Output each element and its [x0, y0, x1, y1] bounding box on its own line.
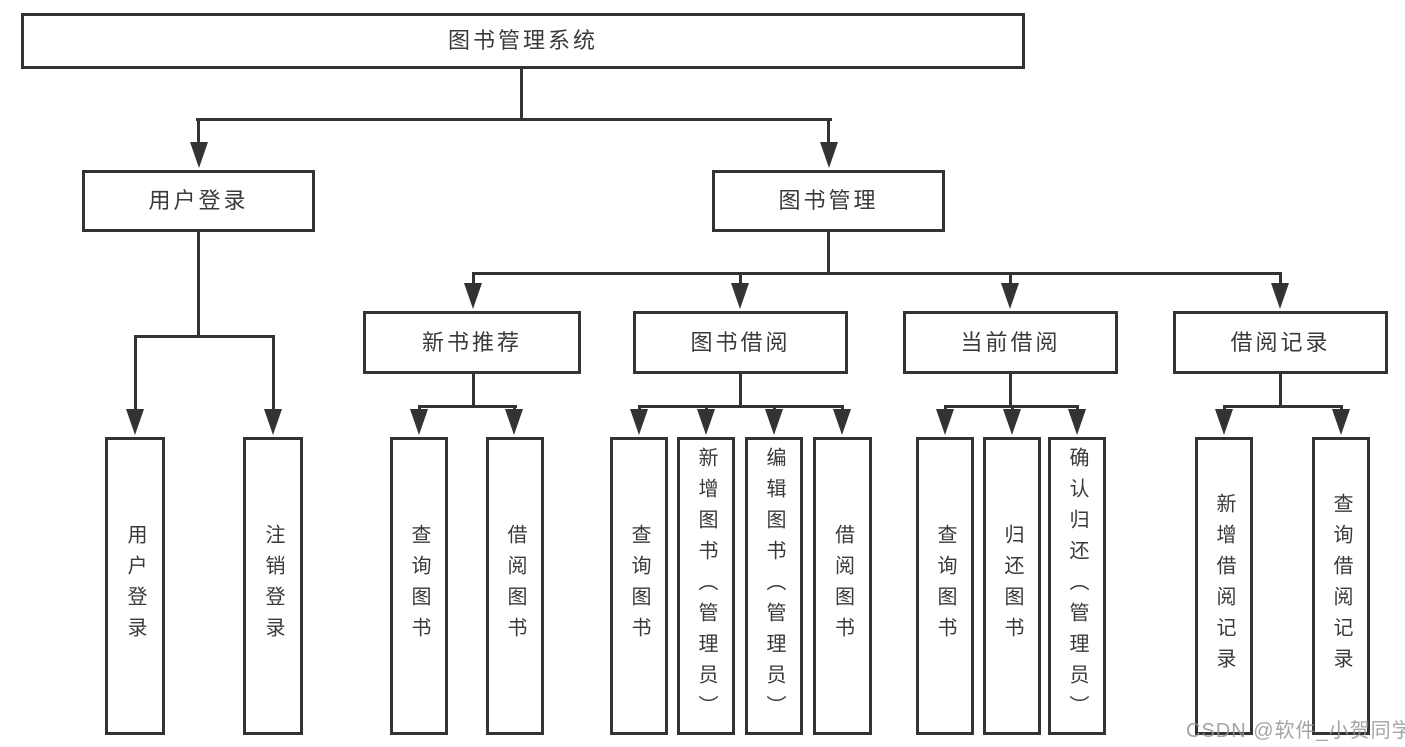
node-leaf-return-book: 归还图书 [983, 437, 1041, 735]
node-book-borrowing: 图书借阅 [633, 311, 848, 374]
arrow-down-icon [765, 409, 783, 435]
node-leaf-query-books-cur: 查询图书 [916, 437, 974, 735]
node-leaf-add-borrow-record: 新增借阅记录 [1195, 437, 1253, 735]
arrow-shaft [738, 272, 742, 289]
arrow-down-icon [1271, 283, 1289, 309]
arrow-down-icon [697, 409, 715, 435]
node-new-book-recommend: 新书推荐 [363, 311, 581, 374]
arrow-shaft [471, 272, 475, 289]
node-leaf-edit-book-admin: 编辑图书（管理员） [745, 437, 803, 735]
node-leaf-query-books-rec: 查询图书 [390, 437, 448, 735]
arrow-shaft [197, 118, 200, 148]
connector-line [471, 272, 1282, 275]
node-leaf-borrow-books: 借阅图书 [813, 437, 872, 735]
arrow-down-icon [1068, 409, 1086, 435]
arrow-down-icon [1003, 409, 1021, 435]
node-leaf-add-book-admin: 新增图书（管理员） [677, 437, 735, 735]
arrow-down-icon [833, 409, 851, 435]
arrow-shaft [827, 118, 830, 148]
arrow-down-icon [1332, 409, 1350, 435]
node-leaf-confirm-return: 确认归还（管理员） [1048, 437, 1106, 735]
node-root-system: 图书管理系统 [21, 13, 1025, 69]
node-current-borrowing: 当前借阅 [903, 311, 1118, 374]
arrow-down-icon [189, 142, 208, 168]
node-user-login: 用户登录 [82, 170, 315, 232]
csdn-watermark: CSDN @软件_小贺同学 [1186, 720, 1405, 742]
node-leaf-user-login: 用户登录 [105, 437, 165, 735]
connector-line [637, 405, 844, 408]
arrow-down-icon [264, 409, 282, 435]
node-borrowing-records: 借阅记录 [1173, 311, 1388, 374]
node-book-management: 图书管理 [712, 170, 945, 232]
connector-line [471, 374, 475, 405]
connector-line [1278, 374, 1282, 405]
connector-line [133, 335, 275, 338]
arrow-down-icon [630, 409, 648, 435]
arrow-shaft [133, 335, 137, 415]
connector-line [417, 405, 517, 408]
arrow-down-icon [126, 409, 144, 435]
node-leaf-query-borrow-record: 查询借阅记录 [1312, 437, 1370, 735]
arrow-down-icon [731, 283, 749, 309]
node-leaf-logout: 注销登录 [243, 437, 303, 735]
connector-line [520, 69, 523, 118]
node-leaf-query-books-borrow: 查询图书 [610, 437, 668, 735]
node-leaf-borrow-books-rec: 借阅图书 [486, 437, 544, 735]
connector-line [195, 118, 832, 121]
arrow-down-icon [936, 409, 954, 435]
arrow-shaft [1278, 272, 1282, 289]
connector-line [197, 232, 200, 335]
arrow-down-icon [819, 142, 838, 168]
arrow-down-icon [410, 409, 428, 435]
arrow-down-icon [1215, 409, 1233, 435]
arrow-down-icon [1001, 283, 1019, 309]
arrow-shaft [1008, 272, 1012, 289]
connector-line [738, 374, 742, 405]
connector-line [1008, 374, 1012, 405]
arrow-down-icon [505, 409, 523, 435]
connector-line [1222, 405, 1343, 408]
arrow-down-icon [464, 283, 482, 309]
arrow-shaft [271, 335, 275, 415]
connector-line [827, 232, 830, 272]
